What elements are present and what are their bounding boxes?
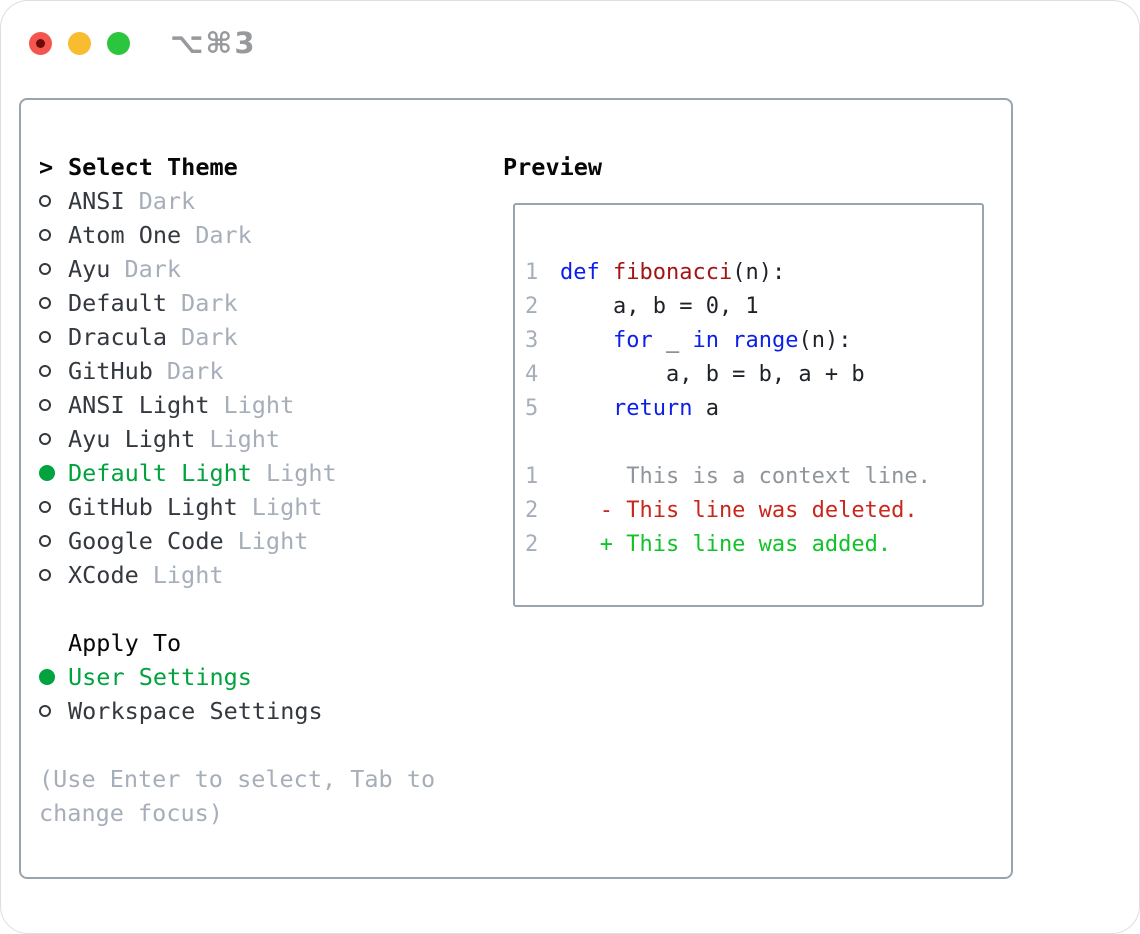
line-number bbox=[525, 426, 546, 460]
code-line: 2 - This line was deleted. bbox=[525, 494, 982, 528]
code-line bbox=[525, 426, 982, 460]
spacer bbox=[39, 592, 485, 626]
focus-caret-icon: > bbox=[39, 153, 54, 181]
radio-unselected-icon bbox=[39, 569, 51, 581]
theme-name-label: Ayu bbox=[68, 255, 111, 283]
theme-variant-label: Light bbox=[209, 425, 281, 453]
radio-unselected-icon bbox=[39, 365, 51, 377]
code-line: 2 + This line was added. bbox=[525, 528, 982, 562]
code-line: 3 for _ in range(n): bbox=[525, 324, 982, 358]
theme-variant-label: Dark bbox=[124, 255, 182, 283]
code-line: 1 This is a context line. bbox=[525, 460, 982, 494]
radio-unselected-icon bbox=[39, 433, 51, 445]
code-text: return a bbox=[612, 396, 719, 421]
radio-unselected-icon bbox=[39, 705, 51, 717]
radio-unselected-icon bbox=[39, 195, 51, 207]
theme-name-label: Default bbox=[68, 289, 168, 317]
line-number: 2 bbox=[525, 294, 539, 319]
theme-option[interactable]: Dracula Dark bbox=[39, 320, 485, 354]
theme-option[interactable]: ANSI Light Light bbox=[39, 388, 485, 422]
theme-variant-label: Light bbox=[251, 493, 323, 521]
apply-to-option[interactable]: User Settings bbox=[39, 660, 485, 694]
line-number: 4 bbox=[525, 362, 539, 387]
code-text: + This line was added. bbox=[560, 532, 892, 557]
apply-to-option-label: User Settings bbox=[68, 663, 252, 691]
code-text: def fibonacci(n): bbox=[560, 260, 786, 285]
theme-variant-label: Light bbox=[237, 527, 309, 555]
theme-option[interactable]: GitHub Light Light bbox=[39, 490, 485, 524]
minimize-button[interactable] bbox=[68, 31, 91, 55]
code-text: This is a context line. bbox=[560, 464, 931, 489]
theme-name-label: Dracula bbox=[68, 323, 168, 351]
line-number: 2 bbox=[525, 532, 539, 557]
code-line: 5 return a bbox=[525, 392, 982, 426]
apply-to-option-label: Workspace Settings bbox=[68, 697, 323, 725]
zoom-button[interactable] bbox=[107, 31, 130, 55]
theme-name-label: GitHub Light bbox=[68, 493, 238, 521]
theme-name-label: Atom One bbox=[68, 221, 182, 249]
theme-option[interactable]: Ayu Light Light bbox=[39, 422, 485, 456]
theme-variant-label: Dark bbox=[166, 357, 224, 385]
code-line: 4 a, b = b, a + b bbox=[525, 358, 982, 392]
theme-option[interactable]: GitHub Dark bbox=[39, 354, 485, 388]
close-button[interactable] bbox=[29, 31, 52, 55]
theme-option[interactable]: Default Dark bbox=[39, 286, 485, 320]
window-shortcut-label: ⌥⌘3 bbox=[170, 26, 257, 60]
select-theme-header: > Select Theme bbox=[39, 150, 485, 184]
radio-unselected-icon bbox=[39, 331, 51, 343]
theme-variant-label: Dark bbox=[195, 221, 252, 249]
apply-to-option[interactable]: Workspace Settings bbox=[39, 694, 485, 728]
code-text: a, b = 0, 1 bbox=[560, 294, 759, 319]
line-number: 1 bbox=[525, 260, 539, 285]
theme-name-label: Ayu Light bbox=[68, 425, 196, 453]
radio-selected-icon bbox=[39, 465, 55, 481]
help-text: (Use Enter to select, Tab to change focu… bbox=[39, 765, 436, 827]
theme-name-label: XCode bbox=[68, 561, 139, 589]
theme-option[interactable]: Atom One Dark bbox=[39, 218, 485, 252]
theme-name-label: ANSI bbox=[68, 187, 125, 215]
theme-variant-label: Light bbox=[265, 459, 337, 487]
apply-to-header: Apply To bbox=[68, 629, 182, 657]
code-text: - This line was deleted. bbox=[560, 498, 918, 523]
line-number: 5 bbox=[525, 396, 539, 421]
code-line: 2 a, b = 0, 1 bbox=[525, 290, 982, 324]
theme-variant-label: Dark bbox=[138, 187, 196, 215]
theme-option[interactable]: XCode Light bbox=[39, 558, 485, 592]
theme-option[interactable]: Google Code Light bbox=[39, 524, 485, 558]
radio-unselected-icon bbox=[39, 501, 51, 513]
theme-variant-label: Dark bbox=[181, 323, 238, 351]
theme-option[interactable]: Default Light Light bbox=[39, 456, 485, 490]
preview-title: Preview bbox=[503, 153, 603, 181]
radio-unselected-icon bbox=[39, 229, 51, 241]
theme-option[interactable]: ANSI Dark bbox=[39, 184, 485, 218]
theme-variant-label: Light bbox=[152, 561, 224, 589]
theme-option[interactable]: Ayu Dark bbox=[39, 252, 485, 286]
panel-title: Select Theme bbox=[68, 153, 238, 181]
radio-unselected-icon bbox=[39, 399, 51, 411]
radio-unselected-icon bbox=[39, 297, 51, 309]
theme-name-label: ANSI Light bbox=[68, 391, 210, 419]
line-number: 1 bbox=[525, 464, 539, 489]
code-line: 1 def fibonacci(n): bbox=[525, 256, 982, 290]
close-dot-icon bbox=[36, 38, 45, 48]
theme-name-label: Google Code bbox=[68, 527, 224, 555]
line-number: 2 bbox=[525, 498, 539, 523]
theme-name-label: Default Light bbox=[68, 459, 252, 487]
theme-name-label: GitHub bbox=[68, 357, 153, 385]
theme-variant-label: Light bbox=[223, 391, 295, 419]
radio-selected-icon bbox=[39, 669, 55, 685]
radio-unselected-icon bbox=[39, 535, 51, 547]
code-text: for _ in range(n): bbox=[612, 328, 852, 353]
radio-unselected-icon bbox=[39, 263, 51, 275]
titlebar: ⌥⌘3 bbox=[29, 26, 257, 60]
line-number: 3 bbox=[525, 328, 539, 353]
code-text: a, b = b, a + b bbox=[560, 362, 865, 387]
theme-variant-label: Dark bbox=[181, 289, 238, 317]
